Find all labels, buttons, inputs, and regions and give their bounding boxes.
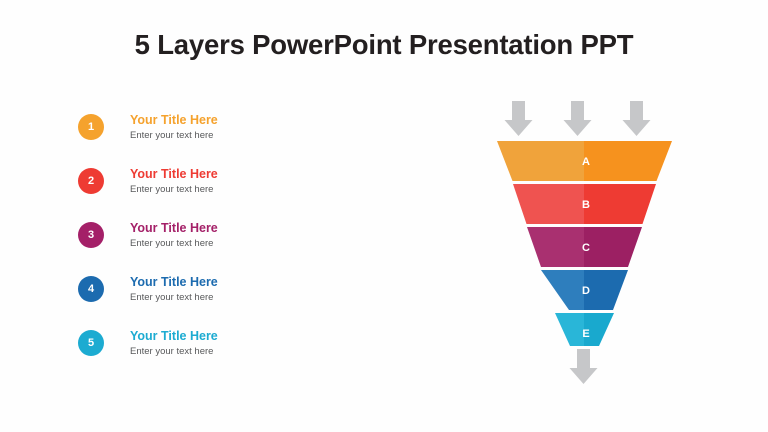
- funnel-level-d-right: [584, 270, 628, 310]
- legend-item-subtitle: Enter your text here: [130, 130, 214, 141]
- legend-badge-number: 3: [87, 228, 95, 241]
- funnel-diagram: A B C D E: [497, 101, 672, 384]
- list-item[interactable]: 2 Your Title Here Enter your text here: [78, 166, 308, 222]
- legend-badge-2: 2: [78, 168, 104, 194]
- legend-text-block: Your Title Here Enter your text here: [130, 112, 218, 143]
- list-item[interactable]: 3 Your Title Here Enter your text here: [78, 220, 308, 276]
- legend-text-block: Your Title Here Enter your text here: [130, 274, 218, 305]
- inflow-arrow-2-icon: [563, 101, 592, 136]
- legend-text-block: Your Title Here Enter your text here: [130, 220, 218, 251]
- legend-item-title: Your Title Here: [130, 275, 218, 289]
- funnel-level-b-label: B: [582, 199, 590, 211]
- list-item[interactable]: 1 Your Title Here Enter your text here: [78, 112, 308, 168]
- funnel-level-b-right: [584, 184, 656, 224]
- legend-list: 1 Your Title Here Enter your text here 2…: [78, 112, 308, 384]
- legend-text-block: Your Title Here Enter your text here: [130, 328, 218, 359]
- funnel-level-d[interactable]: D: [541, 270, 628, 310]
- funnel-level-c-label: C: [582, 242, 590, 254]
- legend-item-title: Your Title Here: [130, 221, 218, 235]
- funnel-level-a[interactable]: A: [497, 141, 672, 181]
- legend-badge-4: 4: [78, 276, 104, 302]
- legend-item-title: Your Title Here: [130, 329, 218, 343]
- legend-text-block: Your Title Here Enter your text here: [130, 166, 218, 197]
- legend-badge-number: 4: [87, 282, 95, 295]
- legend-badge-3: 3: [78, 222, 104, 248]
- funnel-level-b-left: [513, 184, 584, 224]
- inflow-arrow-3-icon: [622, 101, 651, 136]
- funnel-level-e[interactable]: E: [555, 313, 614, 346]
- legend-badge-number: 2: [87, 174, 95, 187]
- inflow-arrow-1-icon: [504, 101, 533, 136]
- funnel-level-e-right: [584, 313, 614, 346]
- legend-item-title: Your Title Here: [130, 167, 218, 181]
- legend-item-subtitle: Enter your text here: [130, 184, 214, 195]
- funnel-level-b[interactable]: B: [513, 184, 656, 224]
- funnel-level-e-label: E: [582, 328, 589, 340]
- funnel-level-a-left: [497, 141, 584, 181]
- legend-item-subtitle: Enter your text here: [130, 346, 214, 357]
- funnel-level-a-label: A: [582, 156, 590, 168]
- funnel-level-d-left: [541, 270, 584, 310]
- list-item[interactable]: 5 Your Title Here Enter your text here: [78, 328, 308, 384]
- outflow-arrow-icon: [569, 349, 598, 384]
- funnel-level-c[interactable]: C: [527, 227, 642, 267]
- legend-item-subtitle: Enter your text here: [130, 292, 214, 303]
- legend-badge-number: 1: [87, 120, 95, 133]
- legend-badge-number: 5: [87, 336, 95, 349]
- legend-badge-5: 5: [78, 330, 104, 356]
- list-item[interactable]: 4 Your Title Here Enter your text here: [78, 274, 308, 330]
- funnel-level-e-left: [555, 313, 584, 346]
- funnel-level-c-right: [584, 227, 642, 267]
- page-title: 5 Layers PowerPoint Presentation PPT: [134, 29, 634, 60]
- legend-item-subtitle: Enter your text here: [130, 238, 214, 249]
- funnel-level-c-left: [527, 227, 584, 267]
- funnel-level-d-label: D: [582, 285, 590, 297]
- funnel-chart: A B C D E: [470, 92, 700, 392]
- funnel-level-a-right: [584, 141, 672, 181]
- inflow-arrows-group: [504, 101, 651, 136]
- legend-badge-1: 1: [78, 114, 104, 140]
- legend-item-title: Your Title Here: [130, 113, 218, 127]
